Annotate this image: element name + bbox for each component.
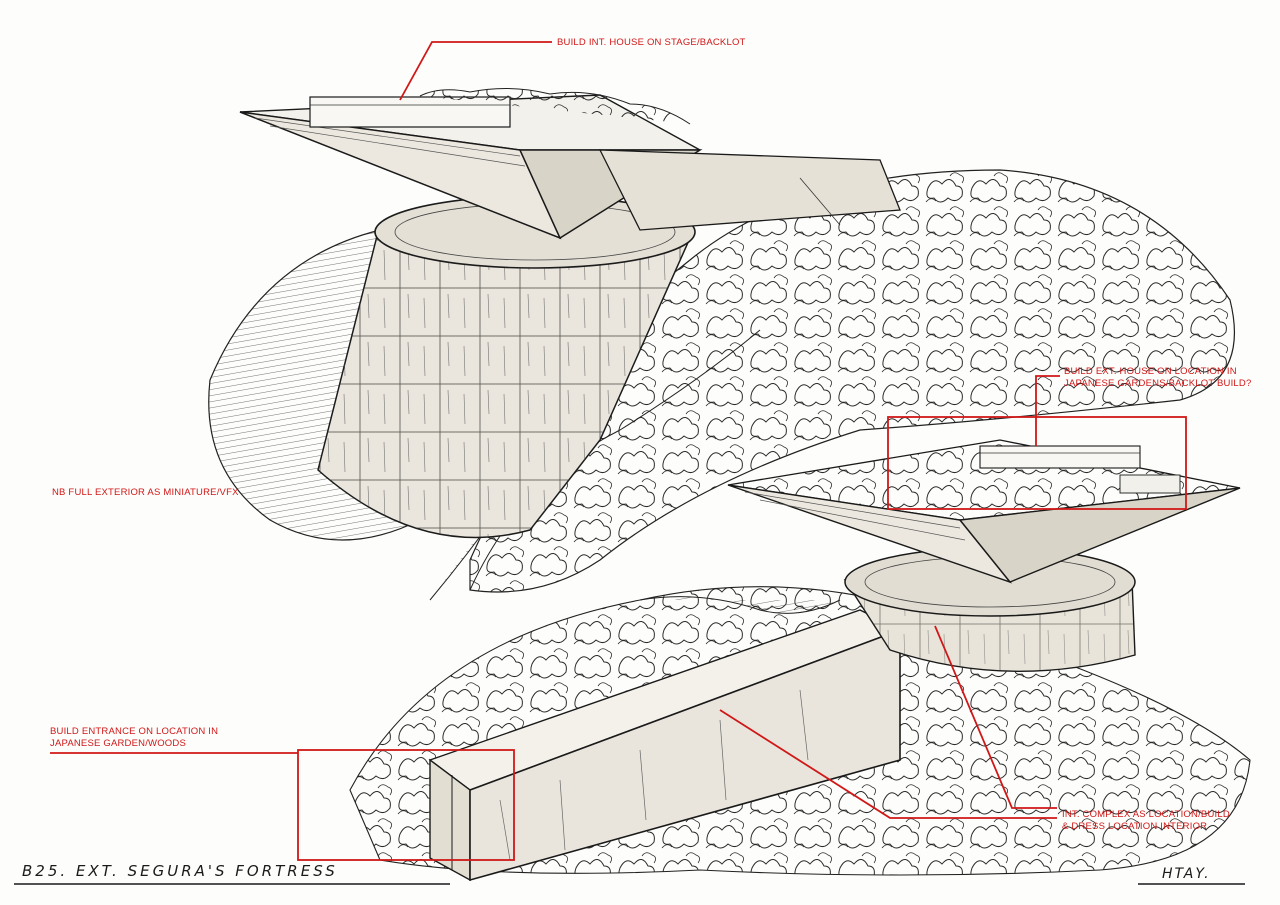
annotation-ext-house: BUILD EXT. HOUSE ON LOCATION IN JAPANESE…: [1064, 366, 1252, 389]
leader-complex-a: [719, 709, 1057, 819]
annotation-leaders: [50, 41, 1187, 861]
annotation-int-house: BUILD INT. HOUSE ON STAGE/BACKLOT: [557, 37, 746, 48]
leader-ext-house: [1035, 375, 1060, 446]
leader-int-house: [399, 41, 552, 101]
lower-drum-tower: [843, 547, 1136, 672]
lower-inverted-pyramid: [727, 439, 1241, 584]
annotation-entrance: BUILD ENTRANCE ON LOCATION IN JAPANESE G…: [50, 726, 219, 749]
artist-signature: HTAY.: [1162, 866, 1211, 882]
upper-drum-tower: [317, 195, 696, 539]
box-ext-house: [887, 416, 1187, 510]
lower-entrance-walls: [428, 609, 902, 882]
annotation-miniature: NB FULL EXTERIOR AS MINIATURE/VFX: [52, 487, 239, 498]
annotation-int-complex: INT. COMPLEX AS LOCATION/BUILD & DRESS L…: [1062, 809, 1230, 832]
leader-complex-b: [934, 625, 1057, 809]
upper-inverted-pyramid: [239, 87, 901, 240]
sketch-caption: B25. EXT. SEGURA'S FORTRESS: [22, 862, 338, 880]
box-entrance: [297, 749, 515, 861]
